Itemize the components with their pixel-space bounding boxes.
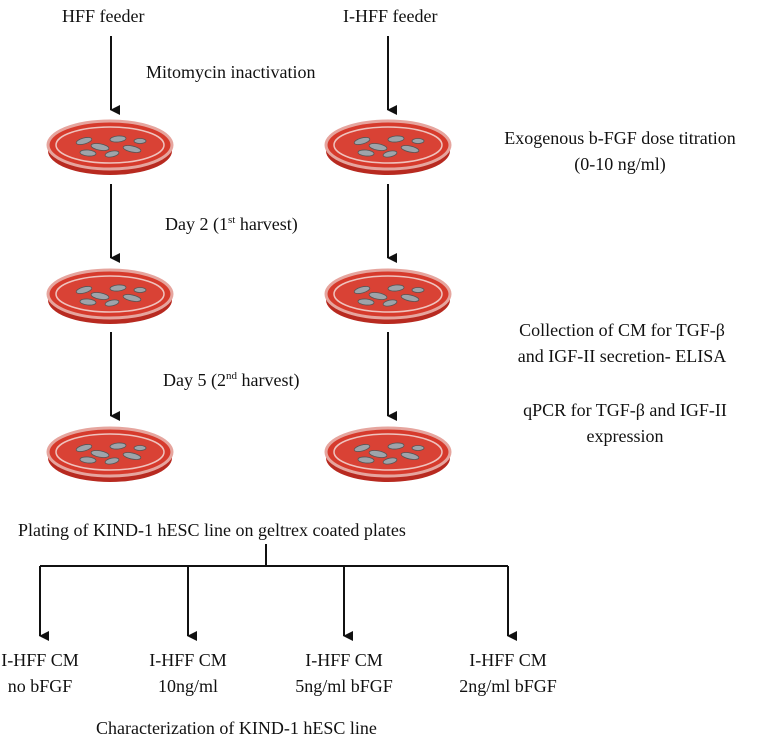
branch-arrows (39, 544, 517, 641)
condition-4-line1: I-HFF CM (469, 650, 547, 670)
qpcr-note-line2: expression (586, 426, 664, 446)
petri-dish-left-2 (46, 268, 174, 326)
condition-2-line2: 10ng/ml (157, 676, 218, 696)
petri-dish-left-1 (46, 119, 174, 177)
cm-note-line1: Collection of CM for TGF-β (519, 320, 725, 340)
harvest2-sup: nd (225, 370, 237, 382)
petri-dish-right-1 (324, 119, 452, 177)
right-column-title: I-HFF feeder (343, 6, 438, 26)
harvest2-label: Day 5 (2nd harvest) (163, 368, 299, 392)
petri-dish-left-3 (46, 426, 174, 484)
condition-1-line2: no bFGF (7, 676, 73, 696)
condition-3-line2: 5ng/ml bFGF (295, 676, 393, 696)
condition-2-line1: I-HFF CM (149, 650, 227, 670)
harvest1-sup: st (227, 214, 236, 226)
condition-3-line1: I-HFF CM (305, 650, 383, 670)
petri-dish-right-3 (324, 426, 452, 484)
plating-label: Plating of KIND-1 hESC line on geltrex c… (18, 520, 406, 540)
left-column-title: HFF feeder (62, 6, 145, 26)
characterization-label: Characterization of KIND-1 hESC line (96, 718, 377, 738)
condition-4-line2: 2ng/ml bFGF (459, 676, 557, 696)
harvest2-suffix: harvest) (236, 370, 300, 390)
harvest1-prefix: Day 2 (1 (165, 214, 228, 234)
harvest1-suffix: harvest) (235, 214, 298, 234)
petri-dish-right-2 (324, 268, 452, 326)
bfgf-note-line2: (0-10 ng/ml) (574, 154, 666, 174)
inactivation-label: Mitomycin inactivation (146, 62, 316, 82)
harvest1-label: Day 2 (1st harvest) (165, 212, 298, 236)
qpcr-note-line1: qPCR for TGF-β and IGF-II (523, 400, 727, 420)
cm-note-line2: and IGF-II secretion- ELISA (517, 346, 727, 366)
harvest2-prefix: Day 5 (2 (163, 370, 226, 390)
condition-1-line1: I-HFF CM (1, 650, 79, 670)
bfgf-note-line1: Exogenous b-FGF dose titration (504, 128, 736, 148)
